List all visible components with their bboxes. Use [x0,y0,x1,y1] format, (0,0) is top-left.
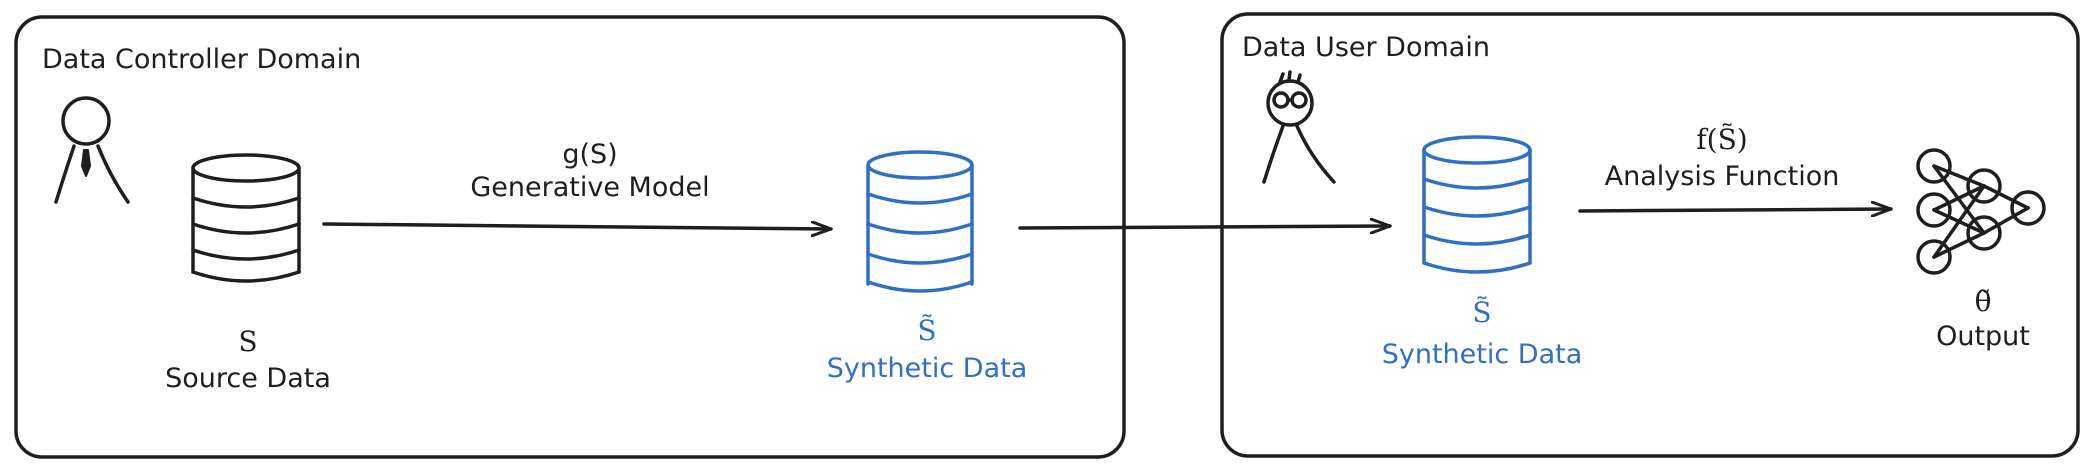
person-icon [54,96,130,204]
user-domain: Data User Domain [1220,12,2080,458]
controller-domain-title: Data Controller Domain [42,44,361,75]
synthetic-controller-label: Synthetic Data [827,353,1028,384]
database-icon [866,150,974,293]
neural-network-icon [1916,148,2046,275]
analysis-arrow [1578,209,1893,211]
person-with-glasses-icon [1262,70,1336,184]
output-symbol: θ̃ [1975,285,1992,318]
synthetic-user-label: Synthetic Data [1382,339,1583,370]
synthetic-controller-symbol: S̃ [917,314,936,347]
controller-domain: Data Controller Domain [14,15,1126,459]
user-domain-title: Data User Domain [1242,32,1490,63]
source-symbol: S [238,325,257,358]
output-label: Output [1936,321,2030,352]
generative-label: Generative Model [470,172,709,203]
source-label: Source Data [165,363,331,394]
transfer-arrow [1018,226,1392,228]
analysis-formula: f(S̃) [1696,123,1747,156]
database-icon [191,153,301,283]
synthetic-user-symbol: S̃ [1472,296,1491,329]
analysis-label: Analysis Function [1605,161,1840,192]
generative-arrow [322,224,833,229]
generative-formula: g(S) [562,139,617,170]
database-icon [1422,135,1532,274]
